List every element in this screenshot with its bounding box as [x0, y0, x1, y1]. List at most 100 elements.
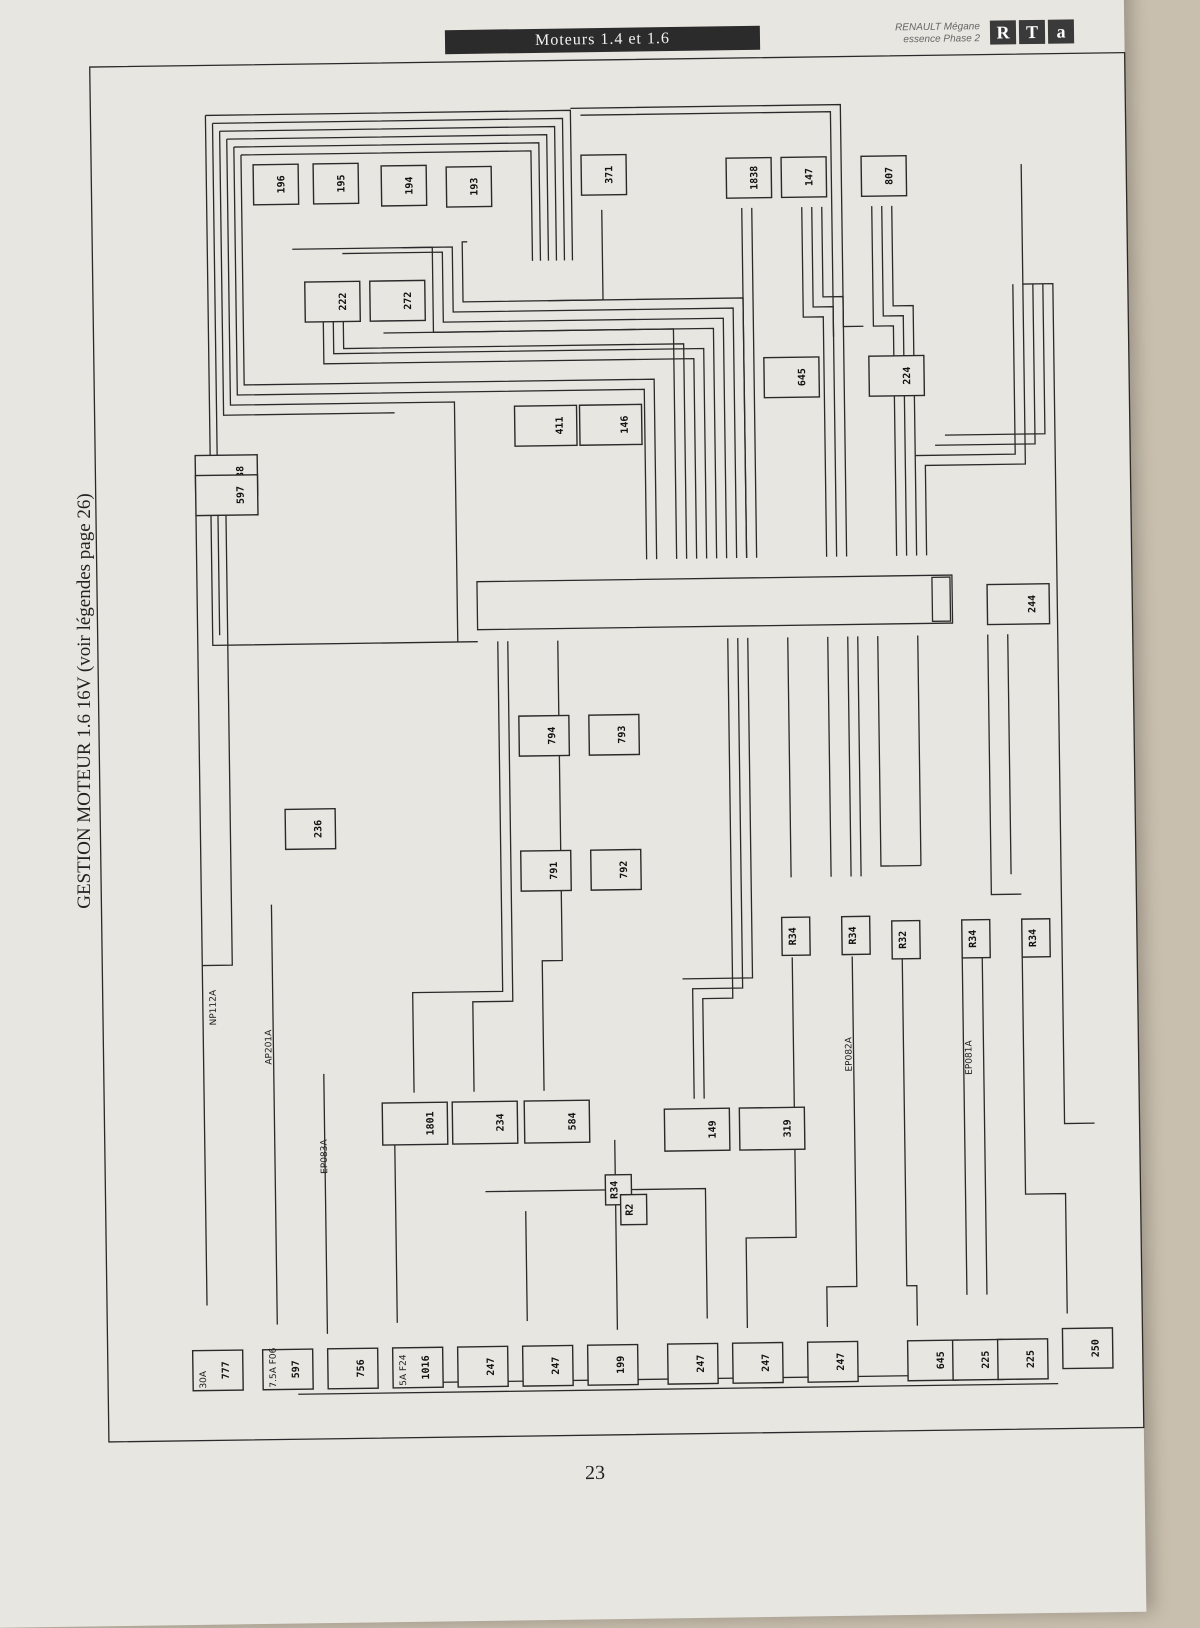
component-222-upper: [304, 280, 362, 323]
connector-0-number: R34: [788, 927, 799, 945]
component-793-lowermid: [588, 713, 641, 756]
component-149-lower: [663, 1107, 731, 1152]
component-225-bottom-12-number: 225: [1026, 1350, 1037, 1368]
component-236-lowermid-number: 236: [313, 820, 324, 838]
connector-4-number: R34: [1028, 929, 1039, 947]
component-597-mid: [194, 474, 259, 517]
page-number: 23: [584, 1461, 606, 1485]
component-247-bottom-8: [731, 1341, 784, 1384]
component-272-upper-number: 272: [403, 292, 414, 310]
component-149-lower-number: 149: [707, 1120, 718, 1138]
component-597-bottom-1-number: 597: [291, 1360, 302, 1378]
connector-1: [840, 915, 871, 956]
component-411-mid-number: 411: [555, 416, 566, 434]
top-harness-lines: [204, 103, 1095, 1125]
lower-R2-6-number: R2: [625, 1204, 636, 1216]
component-224-upper: [868, 354, 926, 397]
component-250-bottom-13: [1061, 1327, 1114, 1370]
lower-R2-6: [619, 1193, 648, 1226]
component-147-top: [780, 156, 828, 199]
component-146-mid: [578, 403, 643, 446]
ecu-block: [476, 574, 954, 631]
component-199-bottom-6: [586, 1343, 639, 1386]
component-1801-lower: [381, 1101, 449, 1146]
component-791-lowermid-number: 791: [549, 862, 560, 880]
component-793-lowermid-number: 793: [617, 726, 628, 744]
lower-R34-5-number: R34: [609, 1181, 620, 1199]
component-247-bottom-9-number: 247: [836, 1353, 847, 1371]
component-756-bottom-2-number: 756: [356, 1359, 367, 1377]
component-645-upper: [763, 356, 821, 399]
lower-harness-lines: [195, 515, 1068, 1395]
component-584-lower-number: 584: [567, 1112, 578, 1130]
splice-label-1: AP201A: [264, 1029, 274, 1065]
fuse-label-1: 7.5A F06: [269, 1347, 280, 1387]
component-791-lowermid: [519, 849, 572, 892]
splice-label-2: EP083A: [320, 1139, 330, 1174]
component-195-top-number: 195: [336, 174, 347, 192]
fuse-label-2: 5A F24: [399, 1354, 409, 1386]
component-194-top-number: 194: [404, 176, 415, 194]
splice-label-0: NP112A: [209, 989, 220, 1025]
diagram-frame: [89, 51, 1145, 1443]
component-756-bottom-2: [326, 1347, 379, 1390]
component-319-lower-number: 319: [782, 1119, 793, 1137]
component-193-top: [445, 165, 493, 208]
connector-3: [961, 918, 991, 959]
splice-label-4: EP081A: [964, 1040, 974, 1075]
component-247-bottom-7-number: 247: [696, 1355, 707, 1373]
component-247-bottom-4: [456, 1345, 509, 1388]
component-792-lowermid-number: 792: [619, 861, 630, 879]
component-244-mid: [986, 582, 1051, 626]
component-371-top: [580, 153, 628, 196]
component-222-upper-number: 222: [338, 292, 349, 310]
component-236-lowermid: [284, 807, 337, 851]
component-247-bottom-5: [521, 1344, 574, 1387]
component-195-top: [312, 162, 360, 205]
component-645-bottom-10-number: 645: [936, 1351, 947, 1369]
component-247-bottom-4-number: 247: [486, 1357, 497, 1375]
component-777-bottom-0: [191, 1349, 244, 1392]
component-597-mid-number: 597: [236, 486, 247, 504]
component-1838-top: [725, 156, 773, 199]
component-147-top-number: 147: [804, 168, 815, 186]
component-247-bottom-8-number: 247: [761, 1354, 772, 1372]
component-319-lower: [738, 1106, 806, 1151]
component-244-mid-number: 244: [1027, 595, 1038, 613]
component-146-mid-number: 146: [620, 416, 631, 434]
component-1801-lower-number: 1801: [425, 1111, 436, 1135]
component-225-bottom-12: [996, 1338, 1049, 1381]
component-777-bottom-0-number: 777: [221, 1361, 232, 1379]
component-645-bottom-10: [906, 1339, 959, 1382]
splice-label-3: EP082A: [844, 1036, 854, 1071]
component-807-top-number: 807: [884, 167, 895, 185]
component-807-top: [860, 154, 908, 197]
component-225-bottom-11: [951, 1338, 1004, 1381]
fuse-label-0: 30A: [199, 1370, 209, 1389]
component-225-bottom-11-number: 225: [981, 1351, 992, 1369]
connector-4: [1020, 918, 1051, 958]
component-371-top-number: 371: [604, 166, 615, 184]
component-272-upper: [369, 279, 426, 322]
component-645-upper-number: 645: [797, 368, 808, 386]
component-247-bottom-5-number: 247: [551, 1357, 562, 1375]
component-794-lowermid: [518, 714, 571, 757]
component-196-top-number: 196: [276, 175, 287, 193]
component-193-top-number: 193: [469, 178, 480, 196]
connector-0: [780, 916, 811, 957]
component-794-lowermid-number: 794: [547, 727, 558, 745]
component-1016-bottom-3: [391, 1346, 444, 1389]
component-199-bottom-6-number: 199: [616, 1356, 627, 1374]
component-196-top: [252, 163, 300, 206]
component-1016-bottom-3-number: 1016: [421, 1355, 432, 1379]
connector-3-number: R34: [968, 930, 979, 948]
component-247-bottom-7: [666, 1342, 719, 1385]
connector-2-number: R32: [898, 931, 909, 949]
component-224-upper-number: 224: [902, 367, 913, 385]
connector-1-number: R34: [848, 926, 859, 944]
component-234-lower-number: 234: [495, 1113, 506, 1131]
component-247-bottom-9: [806, 1340, 859, 1383]
component-234-lower: [451, 1100, 519, 1145]
